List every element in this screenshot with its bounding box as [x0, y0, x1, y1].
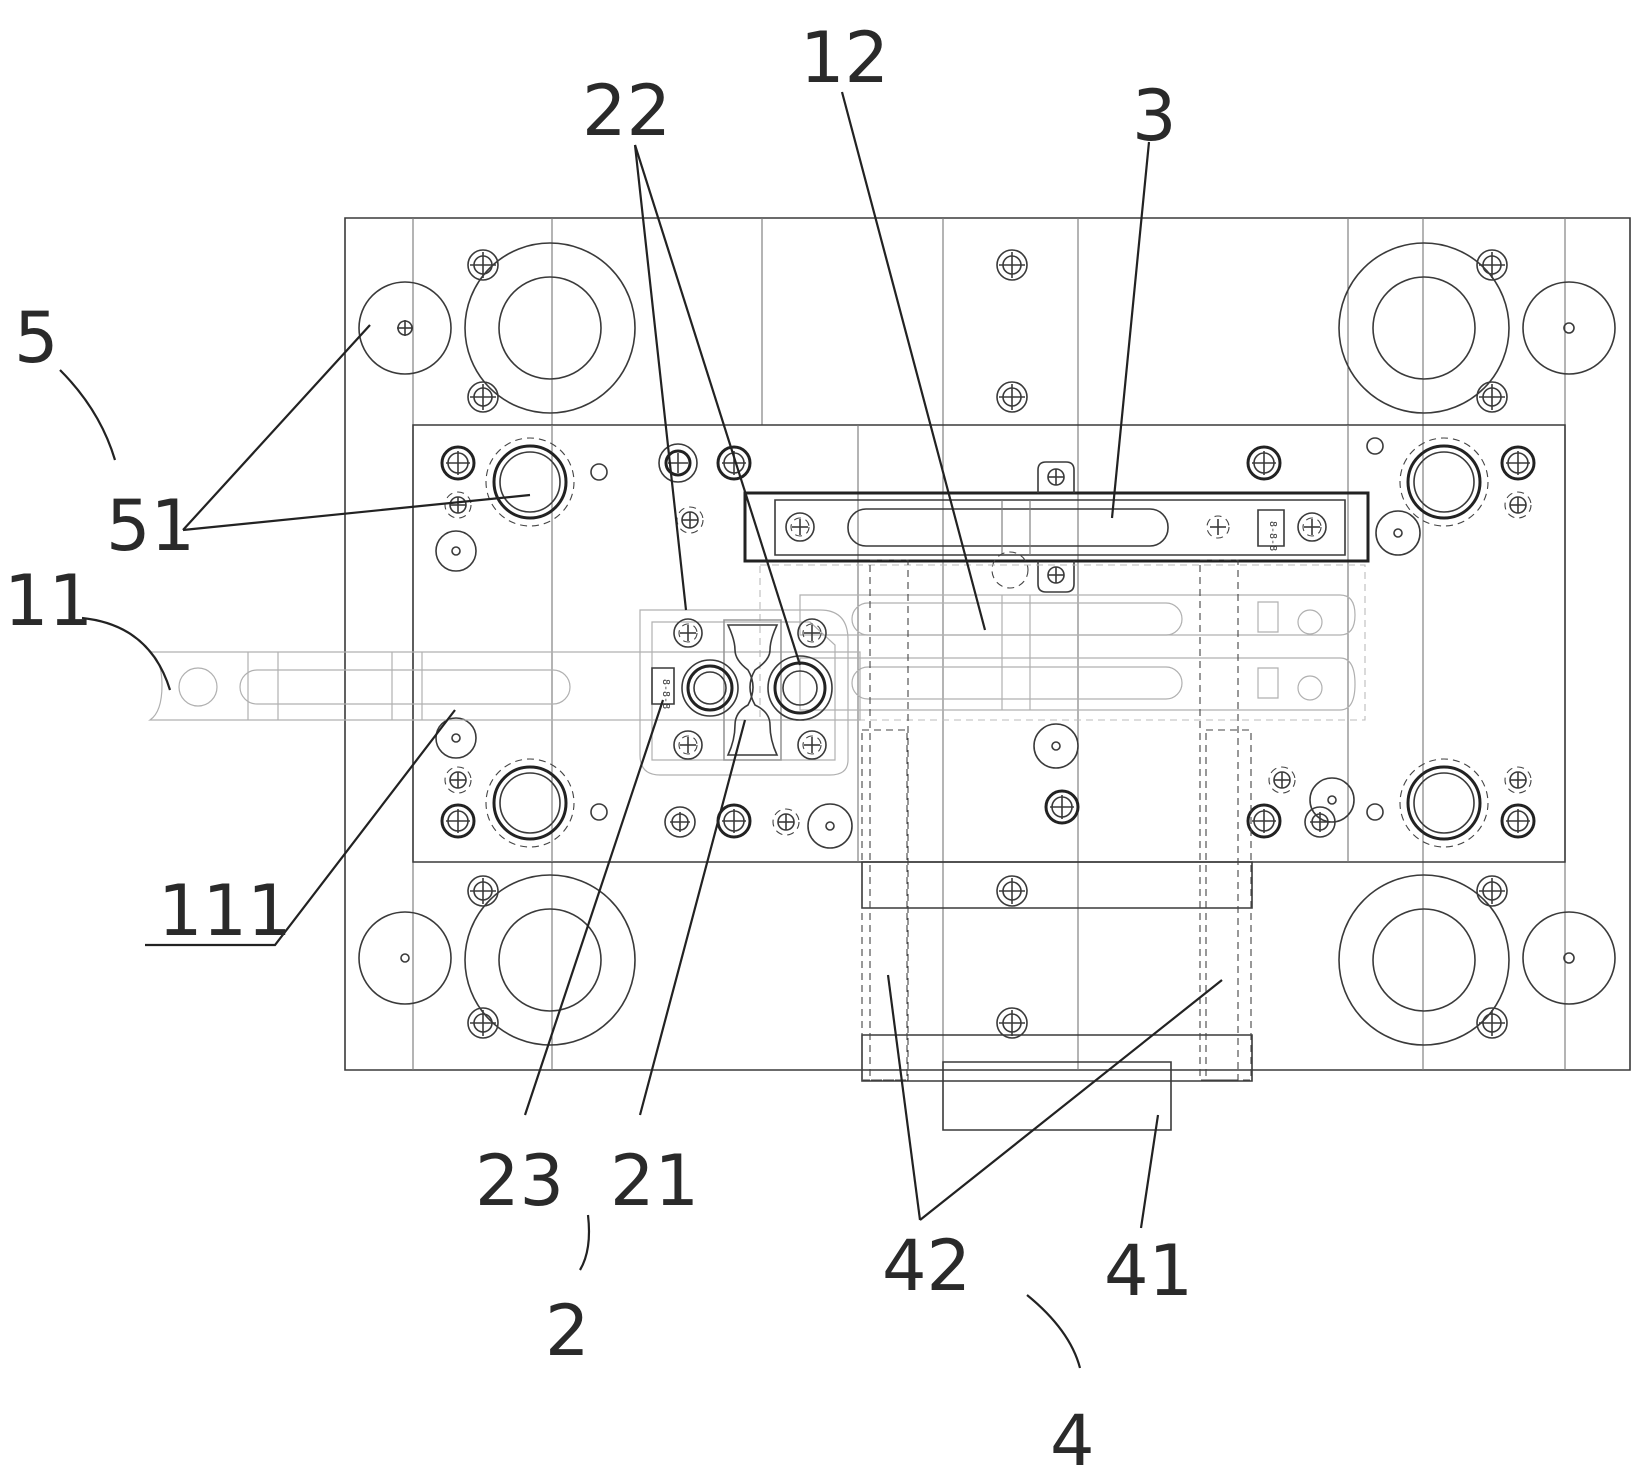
svg-text:8-8-8: 8-8-8 [1267, 521, 1278, 551]
guide-bushing-top-left [465, 243, 635, 413]
callout-23: 23 [475, 1140, 564, 1222]
slider-3: 8-8-8 [745, 462, 1368, 592]
base-plate [345, 218, 1630, 1070]
callout-3: 3 [1132, 75, 1177, 157]
callout-51: 51 [106, 485, 195, 567]
small-holes [436, 438, 1420, 848]
inner-plate-bolts [442, 444, 1534, 837]
callouts: 22 12 3 5 51 11 111 23 21 2 42 41 4 [4, 17, 1193, 1478]
callout-12: 12 [800, 17, 889, 99]
insert-block-2: 8-8-8 [640, 610, 848, 775]
guide-bushing-top-right [1339, 243, 1509, 413]
callout-11: 11 [4, 560, 93, 642]
base-screws [468, 250, 1507, 1038]
support-pillar-bottom-right [1523, 912, 1615, 1004]
callout-41: 41 [1104, 1230, 1193, 1312]
slider-12 [760, 565, 1365, 720]
small-dashed-screws [445, 492, 1531, 835]
guide-bushing-bottom-left [465, 875, 635, 1045]
callout-2: 2 [545, 1290, 590, 1372]
mold-plate [413, 425, 1565, 862]
inner-guide-bushings [486, 438, 1488, 847]
svg-text:8-8-8: 8-8-8 [660, 679, 671, 709]
callout-5: 5 [14, 297, 59, 379]
support-pillar-bottom-left [359, 912, 451, 1004]
callout-22: 22 [582, 70, 671, 152]
callout-42: 42 [882, 1225, 971, 1307]
ejector-assembly-4 [862, 560, 1252, 1130]
leader-lines [60, 92, 1222, 1368]
callout-21: 21 [610, 1140, 699, 1222]
support-pillar-top-left [359, 282, 451, 374]
guide-bushing-bottom-right [1339, 875, 1509, 1045]
support-pillar-top-right [1523, 282, 1615, 374]
callout-4: 4 [1050, 1400, 1095, 1478]
callout-111: 111 [158, 870, 292, 952]
